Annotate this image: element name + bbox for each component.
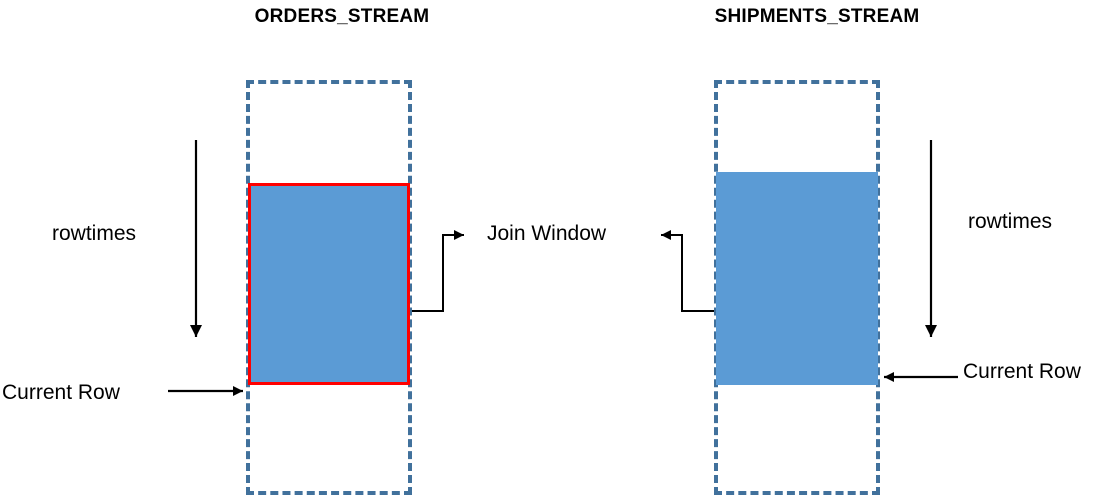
current-row-label-right: Current Row <box>963 360 1081 383</box>
current-row-label-left: Current Row <box>2 381 120 404</box>
orders-stream-title: ORDERS_STREAM <box>254 6 430 27</box>
rowtimes-label-left: rowtimes <box>52 222 137 245</box>
join-window-connector-left <box>412 230 464 312</box>
orders-join-window-region <box>248 183 410 385</box>
join-window-connector-right <box>661 230 714 312</box>
rowtimes-label-right: rowtimes <box>968 210 1053 233</box>
shipments-join-window-region <box>716 172 878 385</box>
join-window-label: Join Window <box>487 222 607 245</box>
shipments-stream-title: SHIPMENTS_STREAM <box>714 6 920 27</box>
